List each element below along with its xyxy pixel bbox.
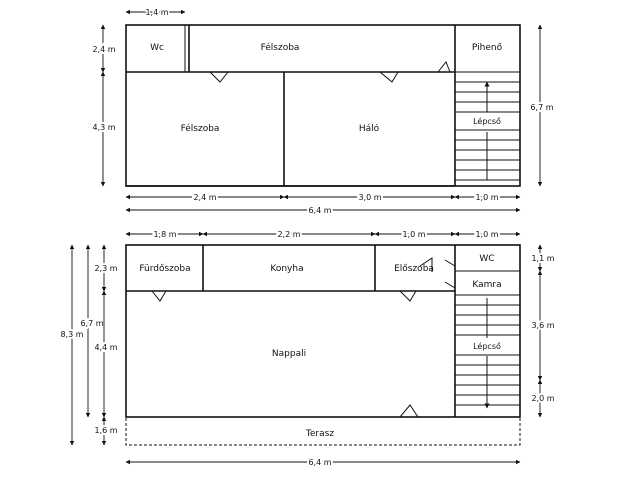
dim-right-2: 3,6 m: [531, 321, 554, 330]
terrace-outline: [125, 416, 521, 446]
dim-right-1: 1,1 m: [531, 254, 554, 263]
room-label-wc: WC: [479, 254, 494, 264]
lower-floor-plan: Fürdőszoba Konyha Előszoba WC Kamra Napp…: [58, 228, 556, 469]
dim-top-width: 1,4 m: [145, 8, 168, 17]
room-label-felszoba-left: Félszoba: [181, 123, 220, 134]
door-swing: [444, 281, 456, 289]
room-label-wc: Wc: [150, 43, 164, 53]
room-label-kamra: Kamra: [472, 280, 501, 290]
lower-staircase: [455, 298, 520, 409]
door-swing: [444, 259, 456, 267]
door-swing: [379, 71, 399, 83]
door-swing: [151, 290, 167, 302]
door-swing: [209, 71, 229, 83]
room-label-eloszoba: Előszoba: [394, 264, 434, 274]
dim-left-total: 8,3 m: [60, 330, 83, 339]
dim-top-1: 1,8 m: [153, 230, 176, 239]
dim-left-mid: 6,7 m: [80, 319, 103, 328]
room-label-konyha: Konyha: [270, 264, 303, 274]
dim-bottom-total: 6,4 m: [308, 206, 331, 215]
dim-bottom-2: 3,0 m: [358, 193, 381, 202]
dim-left-lower: 4,3 m: [92, 123, 115, 132]
dim-top-4: 1,0 m: [475, 230, 498, 239]
upper-staircase: [455, 81, 520, 181]
room-label-terasz: Terasz: [305, 429, 334, 439]
dim-top-2: 2,2 m: [277, 230, 300, 239]
door-swing: [437, 61, 451, 73]
door-swing: [419, 257, 433, 272]
dim-left-upper: 2,3 m: [94, 264, 117, 273]
dim-left-lower: 4,4 m: [94, 343, 117, 352]
door-swing: [399, 404, 419, 418]
dim-top-3: 1,0 m: [402, 230, 425, 239]
dim-left-upper: 2,4 m: [92, 45, 115, 54]
room-label-nappali: Nappali: [272, 349, 306, 359]
dim-right-total: 6,7 m: [530, 103, 553, 112]
room-label-piheno: Pihenő: [472, 43, 503, 53]
dim-left-terrace: 1,6 m: [94, 426, 117, 435]
dim-bottom-total: 6,4 m: [308, 458, 331, 467]
room-label-lepcso-lower: Lépcső: [473, 341, 501, 351]
door-swing: [399, 290, 417, 302]
dim-bottom-1: 2,4 m: [193, 193, 216, 202]
dim-right-3: 2,0 m: [531, 394, 554, 403]
room-label-lepcso-upper: Lépcső: [473, 116, 501, 126]
room-label-halo: Háló: [359, 123, 380, 134]
dim-bottom-3: 1,0 m: [475, 193, 498, 202]
upper-floor-plan: Wc Félszoba Pihenő Félszoba Háló Lépcső …: [90, 7, 555, 218]
room-label-furdoszoba: Fürdőszoba: [139, 264, 190, 274]
room-label-felszoba-top: Félszoba: [261, 42, 300, 53]
